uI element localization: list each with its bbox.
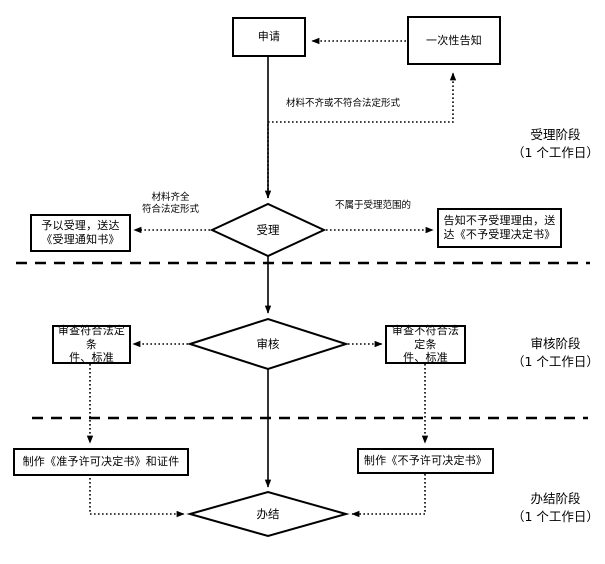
node-one-time-notice-label: 一次性告知 (426, 33, 482, 47)
node-review-fail[interactable]: 审查不符合法定条 件、标准 (385, 323, 466, 365)
node-review-pass-line1: 审查符合法定条 (57, 323, 126, 351)
node-finish-label: 办结 (256, 506, 280, 521)
stage-label-accept-name: 受理阶段 (530, 127, 581, 142)
stage-label-review-name: 审核阶段 (530, 336, 581, 351)
node-review-pass[interactable]: 审查符合法定条 件、标准 (52, 323, 131, 365)
stage-label-finish-duration: （1 个工作日） (512, 509, 599, 525)
review-diamond-shape (186, 317, 350, 371)
node-accept-yes-line1: 予以受理，送达 (41, 219, 120, 233)
finish-diamond-shape (186, 490, 350, 538)
stage-label-accept: 受理阶段 （1 个工作日） (512, 126, 599, 162)
edge-label-out-of-scope-text: 不属于受理范围的 (335, 200, 412, 211)
node-review[interactable]: 审核 (212, 330, 324, 358)
node-apply-label: 申请 (257, 30, 281, 44)
node-permit-deny-label: 制作《不予许可决定书》 (363, 454, 488, 468)
edge-label-complete-materials-line1: 材料齐全 (151, 192, 190, 203)
node-accept-yes[interactable]: 予以受理，送达 《受理通知书》 (30, 214, 131, 252)
node-apply[interactable]: 申请 (232, 17, 306, 57)
node-permit-deny[interactable]: 制作《不予许可决定书》 (357, 448, 494, 474)
edge-label-incomplete-materials-text: 材料不齐或不符合法定形式 (286, 98, 401, 109)
node-review-fail-line1: 审查不符合法定条 (391, 323, 460, 351)
node-accept-label: 受理 (256, 222, 280, 237)
node-accept[interactable]: 受理 (212, 216, 324, 244)
edge-grant-to-finish (89, 478, 185, 518)
node-review-label: 审核 (256, 336, 280, 351)
node-finish[interactable]: 办结 (212, 500, 324, 528)
stage-label-accept-duration: （1 个工作日） (512, 145, 599, 161)
edge-label-incomplete-materials: 材料不齐或不符合法定形式 (286, 98, 400, 110)
stage-label-review-duration: （1 个工作日） (512, 354, 599, 370)
edge-label-complete-materials-line2: 符合法定形式 (142, 204, 200, 216)
node-accept-no[interactable]: 告知不予受理理由，送 达《不予受理决定书》 (437, 208, 562, 248)
node-review-pass-line2: 件、标准 (69, 351, 114, 365)
edge-deny-to-finish (351, 474, 426, 518)
stage-label-finish-name: 办结阶段 (530, 491, 581, 506)
accept-diamond-shape (209, 202, 327, 258)
edge-label-out-of-scope: 不属于受理范围的 (335, 200, 411, 212)
edge-incomplete-to-notice (267, 72, 457, 198)
stage-label-finish: 办结阶段 （1 个工作日） (512, 490, 599, 526)
edge-label-complete-materials: 材料齐全 符合法定形式 (142, 192, 199, 217)
stage-label-review: 审核阶段 （1 个工作日） (512, 335, 599, 371)
node-permit-grant-label: 制作《准予许可决定书》和证件 (22, 455, 180, 469)
node-accept-yes-line2: 《受理通知书》 (41, 233, 120, 246)
node-accept-no-line1: 告知不予受理理由，送 (443, 214, 556, 228)
node-permit-grant[interactable]: 制作《准予许可决定书》和证件 (13, 448, 189, 476)
node-one-time-notice[interactable]: 一次性告知 (407, 16, 501, 65)
node-review-fail-line2: 件、标准 (403, 351, 448, 365)
node-accept-no-line2: 达《不予受理决定书》 (443, 228, 556, 241)
